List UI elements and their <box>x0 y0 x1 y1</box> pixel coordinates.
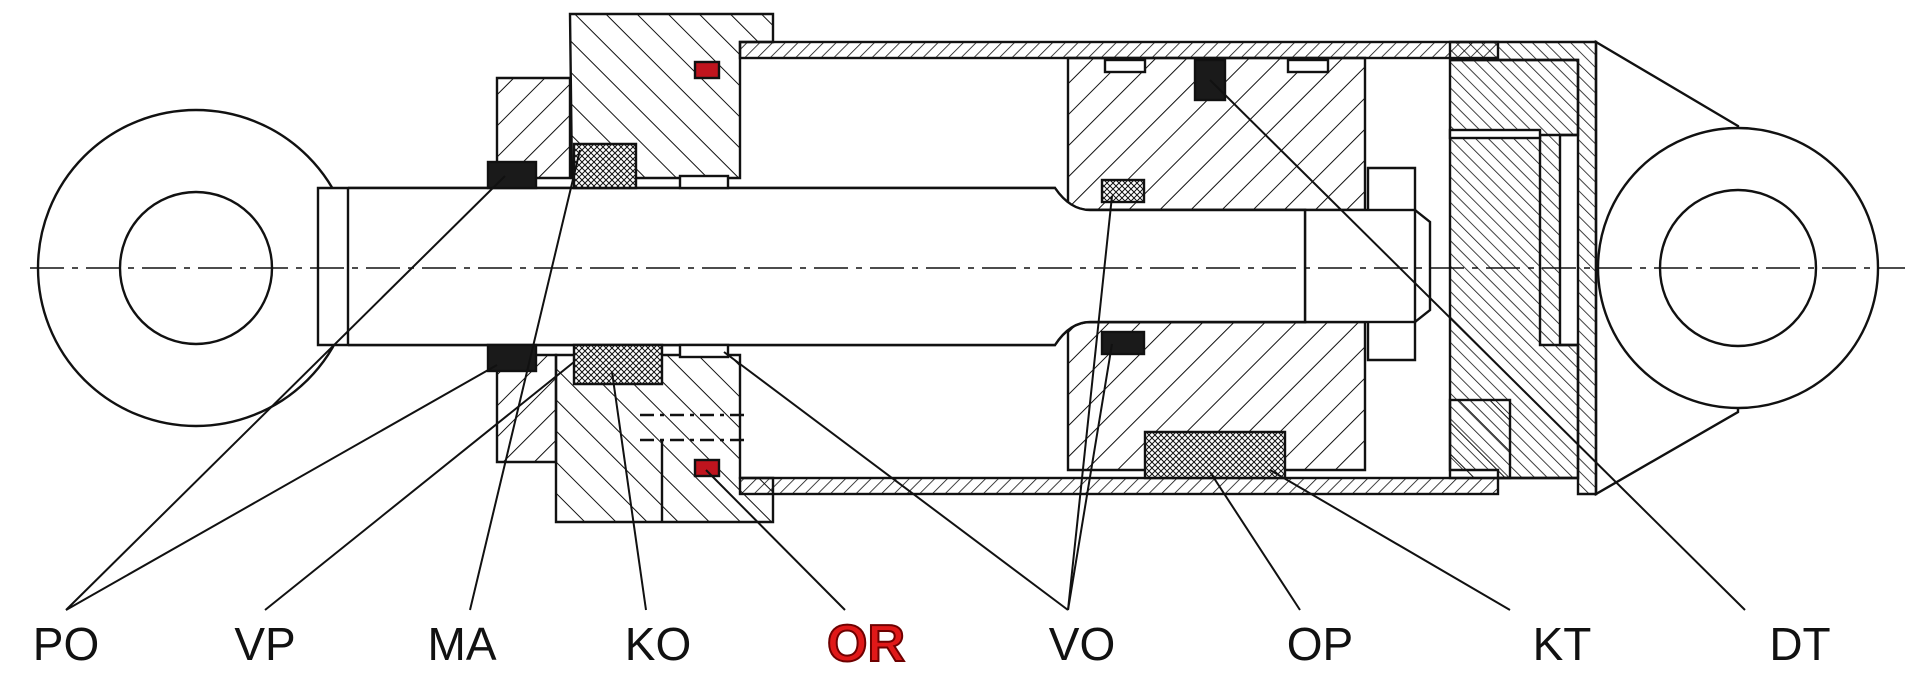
leader-lines <box>65 79 1746 611</box>
label-kt: KT <box>1532 618 1592 670</box>
label-vo: VO <box>1048 618 1116 670</box>
label-dt: DT <box>1769 618 1831 670</box>
label-ma: MA <box>427 618 497 670</box>
rod-eye <box>36 108 356 428</box>
label-vp: VP <box>234 618 296 670</box>
seals <box>486 58 1330 480</box>
label-po: PO <box>32 618 100 670</box>
label-ko: KO <box>624 618 692 670</box>
label-op: OP <box>1286 618 1354 670</box>
label-or: OR <box>826 615 906 673</box>
